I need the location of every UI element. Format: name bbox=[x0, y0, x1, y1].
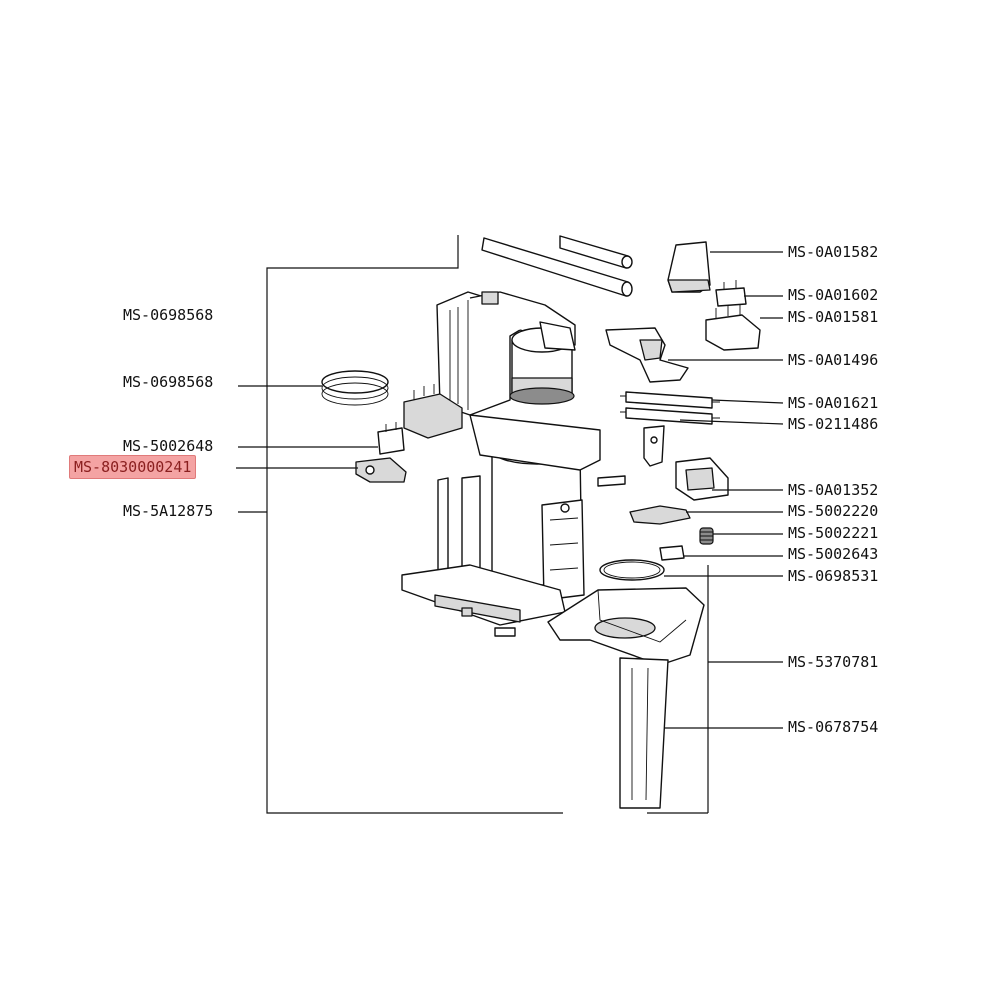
small-clip-part bbox=[659, 545, 685, 561]
assembly-bracket bbox=[266, 235, 709, 814]
o-ring-part bbox=[599, 559, 665, 581]
cap-part bbox=[667, 241, 711, 293]
part-number-label[interactable]: MS-0A01496 bbox=[788, 351, 879, 369]
part-number-label[interactable]: MS-0698531 bbox=[788, 567, 879, 585]
spring-part bbox=[699, 527, 714, 545]
sensor-clip-part bbox=[355, 457, 407, 483]
spout-tube-part bbox=[619, 657, 669, 809]
leader-lines bbox=[236, 251, 784, 729]
brew-unit-body-part bbox=[401, 291, 626, 637]
connector-block-part bbox=[705, 305, 761, 351]
part-number-label[interactable]: MS-0A01621 bbox=[788, 394, 879, 412]
part-number-label[interactable]: MS-5002220 bbox=[788, 502, 879, 520]
heating-element-part bbox=[620, 391, 720, 425]
part-number-label[interactable]: MS-0698568 bbox=[123, 373, 214, 391]
part-number-label[interactable]: MS-0A01352 bbox=[788, 481, 879, 499]
part-number-label[interactable]: MS-5002648 bbox=[123, 437, 214, 455]
part-number-label[interactable]: MS-0678754 bbox=[788, 718, 879, 736]
part-number-label[interactable]: MS-0A01582 bbox=[788, 243, 879, 261]
lever-bracket-part bbox=[605, 327, 689, 383]
gasket-rings-part bbox=[321, 370, 389, 406]
part-number-label[interactable]: MS-0698568 bbox=[123, 306, 214, 324]
part-number-label[interactable]: MS-5A12875 bbox=[123, 502, 214, 520]
latch-part bbox=[629, 505, 691, 525]
part-number-label[interactable]: MS-0A01602 bbox=[788, 286, 879, 304]
part-number-label[interactable]: MS-0211486 bbox=[788, 415, 879, 433]
part-number-label[interactable]: MS-5002643 bbox=[788, 545, 879, 563]
part-number-label[interactable]: MS-5370781 bbox=[788, 653, 879, 671]
drip-tray-part bbox=[547, 587, 705, 666]
switch-pins-part bbox=[715, 280, 747, 307]
heating-rods-part bbox=[481, 235, 633, 297]
clip-part bbox=[643, 425, 665, 467]
part-number-label[interactable]: MS-5002221 bbox=[788, 524, 879, 542]
valve-block-part bbox=[675, 457, 729, 501]
part-number-label[interactable]: MS-0A01581 bbox=[788, 308, 879, 326]
part-number-label-highlighted[interactable]: MS-8030000241 bbox=[69, 455, 197, 479]
microswitch-part bbox=[377, 422, 405, 455]
